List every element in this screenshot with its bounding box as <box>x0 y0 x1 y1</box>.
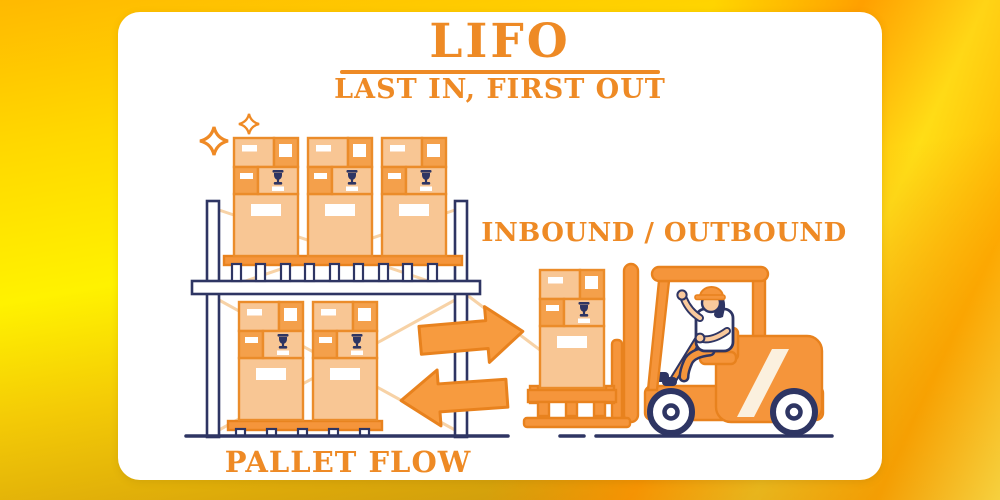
forklift-driver <box>652 286 735 386</box>
page-subtitle: LAST IN, FIRST OUT <box>334 74 666 105</box>
arrow-right-icon <box>417 305 525 364</box>
sparkle-icon-large <box>198 125 230 157</box>
pallet-top-shelf <box>222 254 464 283</box>
rack-shelf-beam <box>190 279 482 296</box>
forklift-wheel-rear <box>770 388 818 436</box>
pallet-floor <box>226 419 384 438</box>
box-stack-top-3 <box>382 138 446 256</box>
box-stack-floor-1 <box>239 302 303 420</box>
forklift <box>522 262 825 436</box>
box-stack-forklift <box>540 270 604 388</box>
box-stack-top-1 <box>234 138 298 256</box>
forklift-pallet <box>526 384 618 418</box>
driver-legs <box>681 348 713 380</box>
page-title: LIFO <box>429 14 571 69</box>
label-inbound-outbound: INBOUND / OUTBOUND <box>481 218 847 248</box>
title-underline <box>340 70 660 74</box>
forklift-wheel-front <box>647 388 695 436</box>
rack-post-left <box>205 199 221 439</box>
forklift-fork <box>522 416 632 429</box>
forklift-mast <box>622 262 640 424</box>
box-stack-floor-2 <box>313 302 377 420</box>
forklift-cab-roof <box>650 265 770 283</box>
sparkle-icon-small <box>237 112 261 136</box>
driver-waving-arm <box>681 296 703 321</box>
label-pallet-flow: PALLET FLOW <box>224 445 472 479</box>
box-stack-top-2 <box>308 138 372 256</box>
forklift-hood-stripe <box>737 349 789 417</box>
arrow-left-icon <box>399 368 510 428</box>
